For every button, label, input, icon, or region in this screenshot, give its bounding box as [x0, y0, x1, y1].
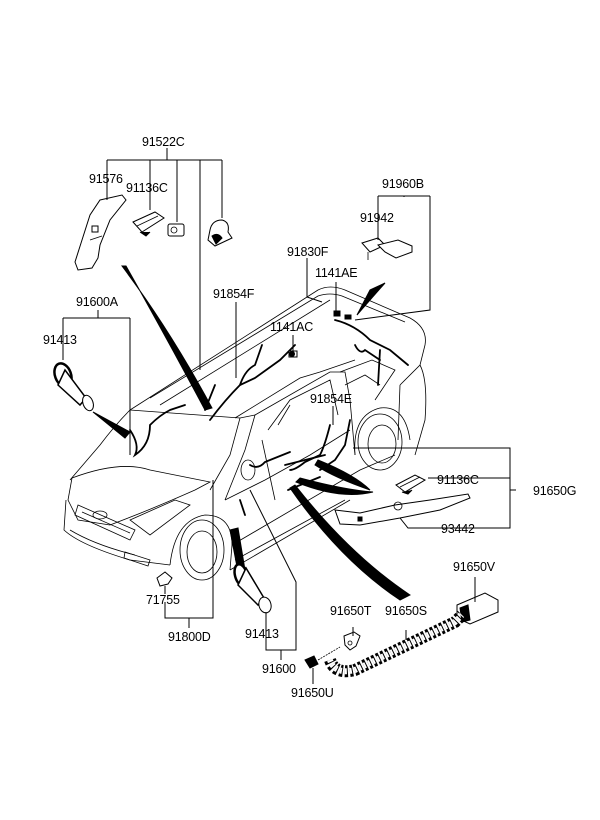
label-91650G: 91650G [533, 484, 576, 498]
label-91522C: 91522C [142, 135, 185, 149]
bolt-1141AC [288, 350, 298, 358]
part-91413-grommet-top [53, 362, 94, 412]
part-91576-bracket [74, 194, 127, 271]
label-91136C-top: 91136C [126, 181, 168, 195]
label-91576: 91576 [89, 172, 123, 186]
label-91650V: 91650V [453, 560, 496, 574]
part-71755-clip [156, 571, 173, 587]
label-91600: 91600 [262, 662, 296, 676]
bolt-1141AE-on-vehicle [333, 310, 341, 317]
part-91136C-clip-right [395, 474, 427, 495]
part-91650S-cable-chain [324, 610, 467, 678]
label-91413-bottom: 91413 [245, 627, 279, 641]
pointer-arrows [92, 265, 411, 601]
label-93442: 93442 [441, 522, 475, 536]
part-91136C-clip-top [132, 211, 165, 237]
label-91413-top: 91413 [43, 333, 77, 347]
label-1141AE: 1141AE [315, 266, 357, 280]
label-91854F: 91854F [213, 287, 255, 301]
label-91854E: 91854E [310, 392, 352, 406]
part-91650U-clip [304, 646, 341, 669]
label-91650S: 91650S [385, 604, 427, 618]
part-connector-top-a [167, 223, 185, 237]
label-91942: 91942 [360, 211, 394, 225]
label-91960B: 91960B [382, 177, 424, 191]
label-91136C-right: 91136C [437, 473, 479, 487]
label-91650U: 91650U [291, 686, 334, 700]
part-91650V-box [456, 592, 499, 625]
part-93442-bracket [334, 493, 471, 526]
part-91413-grommet-bottom [233, 563, 272, 614]
label-91650T: 91650T [330, 604, 372, 618]
label-91600A: 91600A [76, 295, 119, 309]
part-91650T-bracket [343, 631, 361, 651]
part-clamp-top [207, 219, 233, 247]
label-1141AC: 1141AC [270, 320, 313, 334]
part-labels: 91522C 91576 91136C 91960B 91942 91830F … [43, 135, 576, 700]
label-71755: 71755 [146, 593, 180, 607]
label-91800D: 91800D [168, 630, 211, 644]
vehicle-body [63, 286, 427, 581]
part-91942-module [361, 237, 413, 260]
label-91830F: 91830F [287, 245, 329, 259]
leader-lines [62, 148, 516, 684]
